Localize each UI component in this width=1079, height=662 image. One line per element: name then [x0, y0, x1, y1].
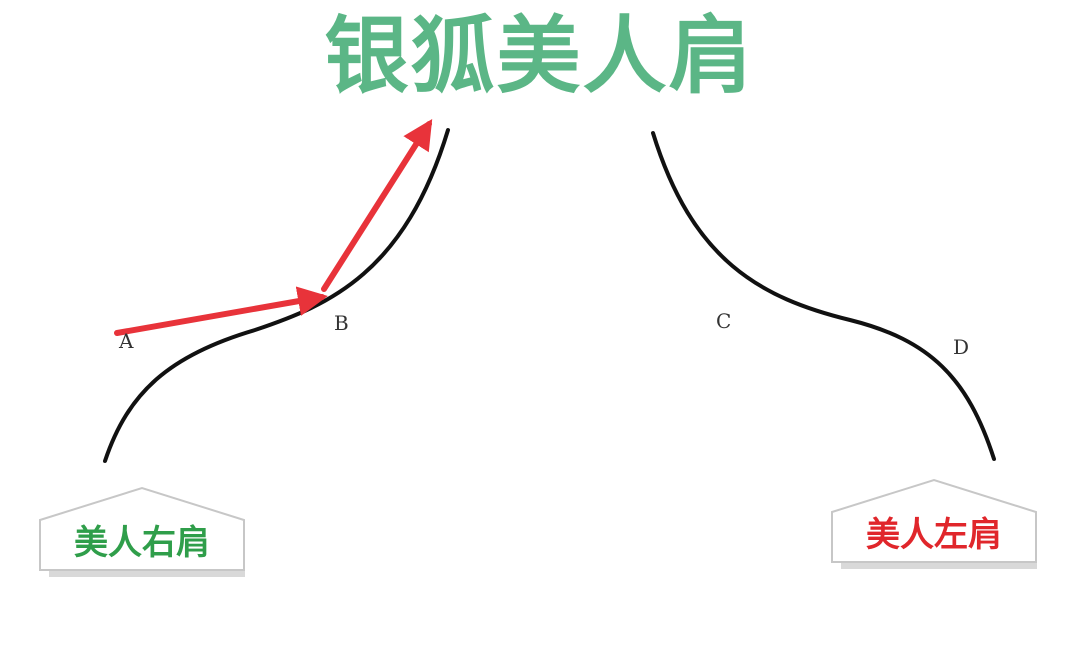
- page-title: 银狐美人肩: [324, 7, 755, 105]
- tag-house-shape: [39, 486, 245, 577]
- left-shoulder-tag-label: 美人左肩: [866, 515, 1002, 555]
- right-shoulder-curve: [103, 128, 450, 463]
- left-shoulder-tag: 美人左肩: [828, 478, 1050, 570]
- tag-house-shape: [831, 478, 1037, 569]
- left-shoulder-curve: [651, 131, 996, 461]
- point-label-c: C: [716, 309, 731, 333]
- point-label-d: D: [953, 335, 969, 359]
- right-shoulder-tag-label: 美人右肩: [74, 523, 210, 563]
- point-label-a: A: [118, 329, 134, 353]
- arrow-b-to-top: [321, 118, 433, 292]
- right-shoulder-tag: 美人右肩: [36, 486, 258, 578]
- point-label-b: B: [334, 311, 349, 335]
- arrow-a-to-b: [114, 286, 328, 336]
